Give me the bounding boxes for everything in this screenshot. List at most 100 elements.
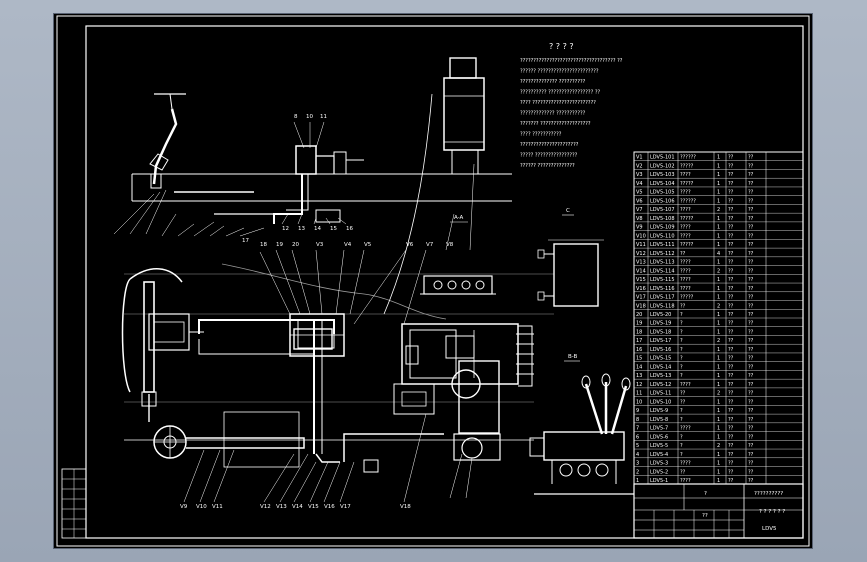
parts-table-cell: ?? — [728, 312, 734, 318]
parts-table-cell: ?? — [728, 469, 734, 475]
parts-table-cell: ? — [680, 356, 683, 362]
parts-table-cell: 1 — [717, 382, 720, 388]
parts-table-cell: LDV5-14 — [650, 364, 671, 370]
parts-table-cell: LDV5-6 — [650, 434, 668, 440]
view-label-b: B-B — [568, 354, 578, 360]
parts-table-cell: ?? — [748, 478, 754, 484]
parts-table-cell: ???? — [680, 260, 691, 266]
parts-table-cell: 1 — [717, 286, 720, 292]
parts-table-cell: ?? — [728, 181, 734, 187]
leader-label: 12 — [282, 226, 289, 232]
parts-table-cell: ?? — [748, 295, 754, 301]
leader-label: 17 — [242, 238, 249, 244]
parts-table-cell: ?? — [748, 268, 754, 274]
parts-table-cell: 1 — [717, 478, 720, 484]
note-line: ????? ???????????????? — [520, 153, 578, 159]
parts-table-cell: ?? — [748, 434, 754, 440]
view-label-c: C — [566, 208, 570, 214]
parts-table-cell: 18 — [636, 329, 642, 335]
parts-table-cell: ? — [680, 443, 683, 449]
parts-table-cell: ?? — [728, 417, 734, 423]
parts-table-cell: ?? — [748, 303, 754, 309]
leader-label: 18 — [260, 242, 267, 248]
parts-table-cell: ?? — [748, 321, 754, 327]
parts-table-cell: LDV5-110 — [650, 233, 675, 239]
leader-label: V6 — [406, 242, 414, 248]
parts-table-cell: ?? — [728, 286, 734, 292]
leader-label: V4 — [344, 242, 352, 248]
parts-table-cell: ?? — [728, 242, 734, 248]
parts-table-cell: LDV5-9 — [650, 408, 668, 414]
parts-table-cell: ???? — [680, 233, 691, 239]
parts-table-cell: 1 — [717, 216, 720, 222]
parts-table-cell: V8 — [636, 216, 643, 222]
parts-table-cell: ?? — [748, 417, 754, 423]
leader-label: V7 — [426, 242, 434, 248]
parts-table-cell: ????? — [680, 216, 694, 222]
parts-table-cell: ?? — [728, 399, 734, 405]
parts-table-cell: ?? — [748, 181, 754, 187]
leader-label: V17 — [340, 504, 351, 510]
parts-table-cell: ?? — [748, 172, 754, 178]
parts-table-cell: 19 — [636, 321, 642, 327]
leader-label: V9 — [180, 504, 188, 510]
parts-table-cell: ????? — [680, 295, 694, 301]
parts-table-cell: ?? — [728, 172, 734, 178]
parts-table-cell: V7 — [636, 207, 643, 213]
parts-table-cell: ?? — [748, 364, 754, 370]
parts-table-cell: LDV5-12 — [650, 382, 671, 388]
parts-table-cell: ?? — [748, 373, 754, 379]
parts-table-cell: V11 — [636, 242, 646, 248]
parts-table-cell: LDV5-3 — [650, 461, 668, 467]
parts-table-cell: ?? — [748, 443, 754, 449]
parts-table-cell: 1 — [717, 260, 720, 266]
parts-table-cell: LDV5-5 — [650, 443, 668, 449]
parts-table-cell: LDV5-117 — [650, 295, 675, 301]
parts-table-cell: ?? — [728, 233, 734, 239]
parts-table-cell: 2 — [717, 338, 720, 344]
drawing-code: LDV5 — [762, 526, 777, 532]
parts-table-cell: LDV5-108 — [650, 216, 675, 222]
parts-table-cell: 3 — [636, 461, 639, 467]
cad-viewport[interactable]: ? ? ? ? ????????????????????????????????… — [54, 14, 812, 548]
parts-table-cell: 1 — [717, 225, 720, 231]
parts-table-cell: LDV5-104 — [650, 181, 675, 187]
parts-table-cell: 1 — [717, 434, 720, 440]
parts-table-cell: ???? — [680, 207, 691, 213]
parts-table-cell: ?? — [680, 469, 686, 475]
parts-table-cell: ?? — [728, 207, 734, 213]
technical-notes: ? ? ? ? ????????????????????????????????… — [520, 42, 623, 169]
parts-table-cell: LDV5-8 — [650, 417, 668, 423]
assembly-drawing: ? ? ? ? ????????????????????????????????… — [56, 15, 810, 547]
parts-table-cell: ???? — [680, 190, 691, 196]
parts-table-cell: 1 — [717, 233, 720, 239]
parts-table-cell: 1 — [717, 321, 720, 327]
drawing-title: ?????????? — [754, 491, 783, 497]
parts-table-cell: ?? — [748, 312, 754, 318]
parts-table-cell: 1 — [717, 190, 720, 196]
parts-table-cell: LDV5-102 — [650, 163, 675, 169]
parts-table-cell: V3 — [636, 172, 643, 178]
parts-table-cell: ?? — [748, 356, 754, 362]
parts-table-cell: LDV5-115 — [650, 277, 675, 283]
parts-table-cell: 15 — [636, 356, 642, 362]
outer-border — [56, 15, 810, 547]
parts-table-cell: 2 — [717, 443, 720, 449]
leader-label: V13 — [276, 504, 287, 510]
parts-table-cell: LDV5-17 — [650, 338, 671, 344]
parts-table-cell: 9 — [636, 408, 639, 414]
detail-view-a: A-A — [420, 215, 496, 295]
parts-table-cell: ?? — [728, 268, 734, 274]
parts-table-cell: 11 — [636, 391, 642, 397]
parts-table-cell: 1 — [717, 329, 720, 335]
parts-table-cell: 4 — [636, 452, 639, 458]
parts-table-cell: 13 — [636, 373, 642, 379]
parts-table-cell: ?? — [728, 434, 734, 440]
parts-table-cell: ?? — [728, 443, 734, 449]
parts-table-cell: 1 — [717, 417, 720, 423]
revision-strip — [61, 468, 87, 539]
parts-table-cell: 6 — [636, 434, 639, 440]
parts-table-cell: LDV5-11 — [650, 391, 671, 397]
parts-table-cell: 1 — [717, 155, 720, 161]
